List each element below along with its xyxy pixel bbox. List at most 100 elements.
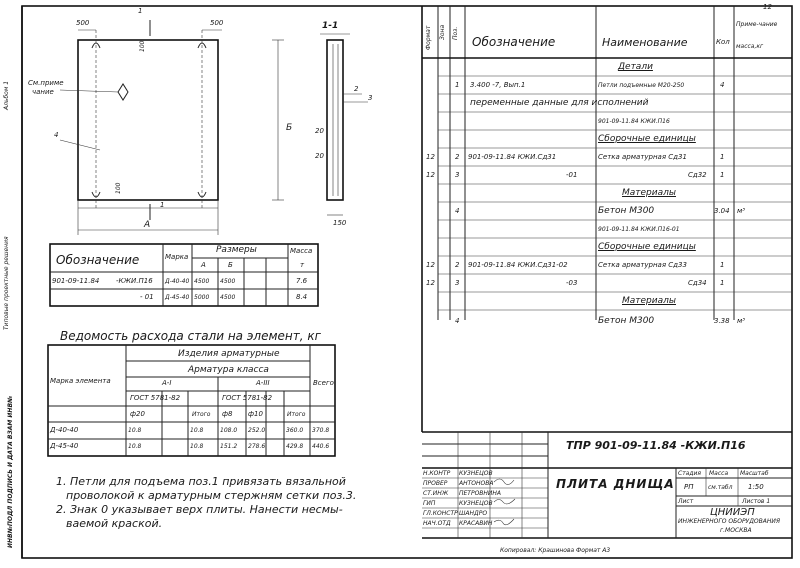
dim-150: 150 (333, 219, 347, 227)
spec-row-15-unit: м³ (737, 317, 746, 325)
spec-row-2-variable: переменные данные для исполнений (470, 98, 649, 108)
spec-row-5-designation: 901-09-11.84 КЖИ.Сд31 (468, 153, 557, 161)
steel-col-f20: ф20 (130, 410, 145, 418)
variants-row-2-suffix: - 01 (140, 293, 154, 301)
tb-signer-2-role: ПРОВЕР (423, 480, 448, 487)
spec-h-designation: Обозначение (472, 35, 556, 49)
spec-row-1-pos: 1 (455, 81, 460, 89)
steel-row-2-v1: 10.8 (190, 443, 204, 450)
spec-row-4-name: Сборочные единицы (598, 134, 696, 144)
steel-row-1-v4: 360.0 (286, 427, 304, 434)
spec-row-1-name: Петли подъемные М20-250 (598, 82, 685, 89)
steel-col-f10: ф10 (248, 410, 263, 418)
tb-h-stage: Стадия (678, 470, 702, 477)
tb-org-2: ИНЖЕНЕРНОГО ОБОРУДОВАНИЯ (678, 518, 781, 525)
variants-row-1-suffix: -КЖИ.П16 (116, 277, 153, 285)
spec-row-5-qty: 1 (720, 153, 725, 161)
steel-row-1-v1: 10.8 (190, 427, 204, 434)
spec-row-12-designation: -03 (566, 279, 578, 287)
tb-signer-2-name: АНТОНОВА (459, 480, 494, 487)
tb-h-scale: Масштаб (740, 470, 769, 477)
steel-row-2-v5: 440.6 (312, 443, 330, 450)
spec-row-12-pos: 3 (455, 279, 460, 287)
spec-row-11-name: Сетка арматурная Сд33 (598, 261, 687, 269)
tb-signer-6-role: НАЧ.ОТД (423, 520, 451, 527)
spec-row-7-name: Материалы (622, 188, 676, 198)
variants-h-mass: Масса (290, 247, 313, 255)
tb-code: ТПР 901-09-11.84 -КЖИ.П16 (566, 439, 746, 452)
spec-row-13-name: Материалы (622, 296, 676, 306)
tb-stage: РП (684, 483, 694, 491)
spec-row-6-designation: -01 (566, 171, 578, 179)
dim-20-b: 20 (315, 152, 324, 160)
steel-h-a1: А-I (162, 379, 172, 387)
tb-signer-5-role: ГЛ.КОНСТР (423, 510, 458, 517)
dim-b-label: Б (286, 123, 293, 133)
steel-h-mark: Марка элемента (50, 377, 111, 385)
steel-title: Ведомость расхода стали на элемент, кг (60, 329, 321, 343)
callout-2: 2 (354, 85, 359, 93)
spec-row-15-name: Бетон М300 (598, 316, 655, 326)
variants-h-b: Б (228, 261, 233, 269)
variants-h-sizes: Размеры (216, 245, 257, 255)
tb-sheets: Листов 1 (742, 498, 771, 505)
spec-row-12-name: Сд34 (688, 279, 707, 287)
callout-3: 3 (368, 94, 373, 102)
variants-row-1-mass: 7.6 (296, 277, 308, 285)
tb-signer-6-name: КРАСАВИН (459, 520, 493, 527)
variants-row-1-b: 4500 (220, 278, 236, 285)
spec-row-6-pos: 3 (455, 171, 460, 179)
tb-signer-4-name: КУЗНЕЦОВ (459, 500, 493, 507)
spec-row-1-qty: 4 (720, 81, 725, 89)
steel-row-1-mark: Д-40-40 (50, 426, 79, 434)
callout-4: 4 (54, 131, 59, 139)
spec-h-name: Наименование (602, 36, 688, 49)
tb-h-mass: Масса (709, 470, 729, 477)
tb-sheet: Лист (678, 498, 694, 505)
steel-row-2-v0: 10.8 (128, 443, 142, 450)
spec-row-15-pos: 4 (455, 317, 460, 325)
spec-row-3-name: 901-09-11.84 КЖИ.П16 (598, 118, 670, 125)
spec-h-zone: Зона (439, 24, 446, 40)
dim-100-bottom: 100 (115, 182, 122, 194)
spec-h-format: Формат (425, 25, 432, 50)
spec-row-8-pos: 4 (455, 207, 460, 215)
note-label-2: чание (32, 88, 54, 96)
section-title: 1-1 (322, 21, 339, 31)
tb-org-3: г.МОСКВА (720, 527, 752, 534)
steel-row-2-v2: 151.2 (220, 443, 238, 450)
spec-row-12-qty: 1 (720, 279, 725, 287)
steel-h-gost-2: ГОСТ 5781-82 (222, 394, 273, 402)
spec-row-0-name: Детали (618, 62, 653, 72)
margin-top-label: Альбом 1 (3, 80, 10, 110)
steel-row-2-v3: 278.6 (248, 443, 266, 450)
spec-row-11-format: 12 (426, 261, 435, 269)
note-line-3: 2. Знак 0 указывает верх плиты. Нанести … (56, 503, 343, 516)
spec-row-6-name: Сд32 (688, 171, 707, 179)
spec-row-5-pos: 2 (455, 153, 460, 161)
note-label-1: См.приме (28, 79, 64, 87)
tb-mass: см.табл (708, 484, 733, 491)
steel-h-gost-1: ГОСТ 5781-82 (130, 394, 181, 402)
variants-h-mass-unit: т (300, 261, 305, 269)
dim-100-top: 100 (139, 40, 146, 52)
page-number: 12 (763, 3, 772, 11)
spec-row-5-name: Сетка арматурная Сд31 (598, 153, 687, 161)
note-line-2: проволокой к арматурным стержням сетки п… (66, 489, 357, 502)
spec-row-8-qty: 3.04 (714, 207, 730, 215)
steel-h-a3: А-III (256, 379, 270, 387)
steel-row-1-v0: 10.8 (128, 427, 142, 434)
steel-row-1-v2: 108.0 (220, 427, 238, 434)
spec-row-10-name: Сборочные единицы (598, 242, 696, 252)
steel-col-total2: Итого (287, 411, 306, 418)
dim-a-label: А (144, 220, 151, 230)
steel-h-class: Арматура класса (188, 365, 269, 375)
dim-20-a: 20 (315, 127, 324, 135)
spec-row-11-qty: 1 (720, 261, 725, 269)
tb-footer: Копировал: Крашинова Формат А3 (500, 547, 611, 554)
steel-row-1-v3: 252.0 (248, 427, 266, 434)
steel-row-2-v4: 429.8 (286, 443, 304, 450)
spec-row-8-unit: м³ (737, 207, 746, 215)
steel-h-items: Изделия арматурные (178, 349, 280, 359)
